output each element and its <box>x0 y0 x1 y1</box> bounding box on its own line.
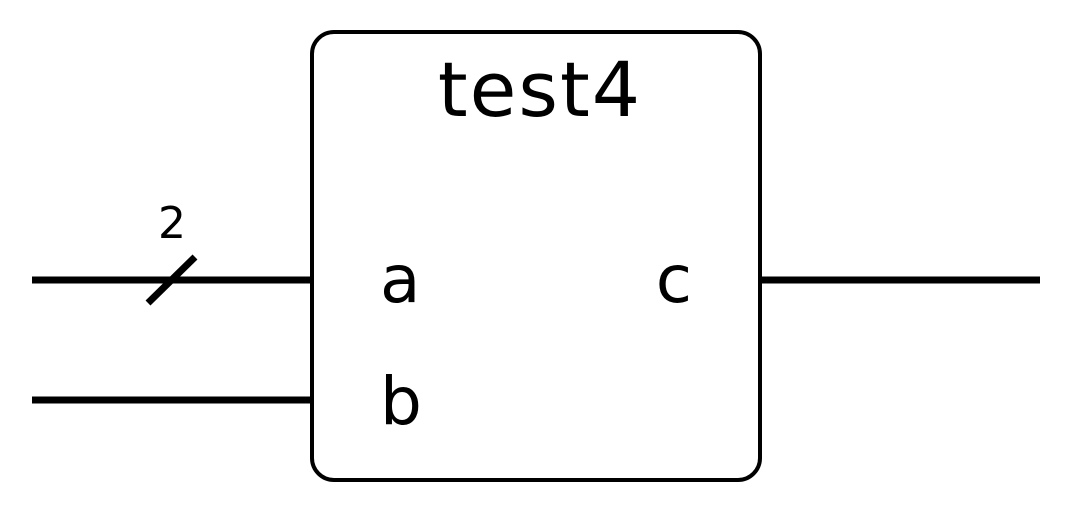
port-label-c: c <box>656 241 692 318</box>
block-title: test4 <box>438 45 642 134</box>
module-block[interactable] <box>310 30 762 482</box>
port-label-a: a <box>380 241 420 318</box>
bus-width-label-a: 2 <box>158 198 186 249</box>
bus-slash-a <box>145 254 198 306</box>
port-label-b: b <box>380 363 422 440</box>
